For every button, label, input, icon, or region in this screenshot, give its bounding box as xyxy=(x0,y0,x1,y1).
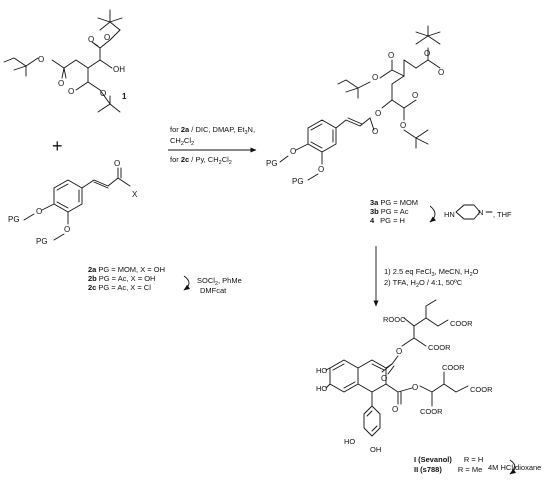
pg-label: PG xyxy=(8,215,20,224)
step1-conditions: for 2a / DIC, DMAP, Et3N, CH2Cl2 for 2c … xyxy=(170,125,255,166)
svg-text:HO: HO xyxy=(316,366,327,375)
svg-text:O: O xyxy=(400,121,406,130)
svg-text:SOCl2, PhMe: SOCl2, PhMe xyxy=(197,276,242,287)
svg-text:O: O xyxy=(68,87,74,96)
svg-text:O: O xyxy=(396,347,402,356)
conversion-conditions: SOCl2, PhMe DMFcat xyxy=(197,276,242,295)
svg-text:4PG = H: 4PG = H xyxy=(370,216,405,225)
svg-text:COOR: COOR xyxy=(442,363,465,372)
svg-text:O: O xyxy=(412,91,418,100)
svg-text:O: O xyxy=(375,109,381,118)
svg-text:COOR: COOR xyxy=(450,319,473,328)
svg-text:O: O xyxy=(392,405,398,414)
svg-text:HO: HO xyxy=(344,437,355,446)
step2-conditions: 1) 2.5 eq FeCl3, MeCN, H2O 2) TFA, H2O /… xyxy=(384,267,479,289)
plus-sign: + xyxy=(52,136,63,156)
svg-text:O: O xyxy=(88,35,94,44)
compound-1-structure: O O OH O O O O 1 xyxy=(3,9,127,113)
compound-2-structure: O X O PG O PG xyxy=(8,159,138,246)
compound-desc: PG = MOM, X = OH xyxy=(98,265,165,274)
svg-text:O: O xyxy=(412,383,418,392)
compound-id: 2c xyxy=(88,283,96,292)
deprotection-arrow xyxy=(429,205,437,223)
pg-label: PG xyxy=(292,177,304,186)
pg-label: PG xyxy=(36,237,48,246)
svg-text:O: O xyxy=(438,68,444,77)
product-structure: ROOC COOR COOR O O HO HO O O COOR COOR C… xyxy=(316,299,493,454)
compound-desc: PG = Ac, X = OH xyxy=(99,274,156,283)
svg-text:I(Sevanol)R = H: I(Sevanol)R = H xyxy=(414,455,483,464)
svg-text:ROOC: ROOC xyxy=(383,315,406,324)
svg-text:O: O xyxy=(381,374,387,383)
svg-text:O: O xyxy=(100,89,106,98)
compound-3-structure: O O O O O O O O O PG O PG xyxy=(266,25,444,186)
svg-text:O: O xyxy=(114,159,120,168)
svg-text:COOR: COOR xyxy=(470,385,493,394)
svg-text:2) TFA, H2O / 4:1, 50ºC: 2) TFA, H2O / 4:1, 50ºC xyxy=(384,278,463,289)
svg-text:II(s788)R = Me: II(s788)R = Me xyxy=(414,465,482,474)
svg-text:O: O xyxy=(388,51,394,60)
svg-text:DMFcat: DMFcat xyxy=(200,286,227,295)
svg-text:O: O xyxy=(290,147,296,156)
hydrolysis-arrow xyxy=(509,459,517,475)
pg-label: PG xyxy=(266,159,278,168)
svg-text:O: O xyxy=(318,165,324,174)
svg-text:O: O xyxy=(372,73,378,82)
svg-text:O: O xyxy=(38,55,44,64)
svg-text:1) 2.5 eq FeCl3, MeCN, H2O: 1) 2.5 eq FeCl3, MeCN, H2O xyxy=(384,267,479,278)
svg-text:CH2Cl2: CH2Cl2 xyxy=(170,136,194,147)
hydrolysis-conditions: 4M HCl/dioxane xyxy=(488,463,541,472)
svg-text:OH: OH xyxy=(370,445,381,454)
svg-text:O: O xyxy=(64,225,70,234)
svg-text:O: O xyxy=(104,33,110,42)
compound-number: 1 xyxy=(122,92,127,101)
svg-text:, THF: , THF xyxy=(493,210,512,219)
svg-text:O: O xyxy=(424,49,430,58)
hydroxyl-label: OH xyxy=(113,65,125,74)
svg-text:COOR: COOR xyxy=(428,343,451,352)
piperazine-reagent: HN N , THF xyxy=(444,204,512,220)
svg-text:HO: HO xyxy=(316,384,327,393)
x-group-label: X xyxy=(132,190,138,199)
svg-text:O: O xyxy=(36,207,42,216)
svg-text:for 2a / DIC, DMAP, Et3N,: for 2a / DIC, DMAP, Et3N, xyxy=(170,125,255,136)
product-legend: I(Sevanol)R = H II(s788)R = Me xyxy=(414,455,483,474)
svg-text:O: O xyxy=(58,79,64,88)
compound-id: 2a xyxy=(88,265,97,274)
svg-text:COOR: COOR xyxy=(420,407,443,416)
svg-text:O: O xyxy=(372,127,378,136)
conversion-arrow xyxy=(183,275,191,291)
compound-desc: PG = Ac, X = Cl xyxy=(98,283,151,292)
svg-text:HN: HN xyxy=(444,210,455,219)
svg-text:for 2c / Py, CH2Cl2: for 2c / Py, CH2Cl2 xyxy=(170,155,232,166)
compound-id: 2b xyxy=(88,274,97,283)
svg-text:N: N xyxy=(478,208,483,217)
